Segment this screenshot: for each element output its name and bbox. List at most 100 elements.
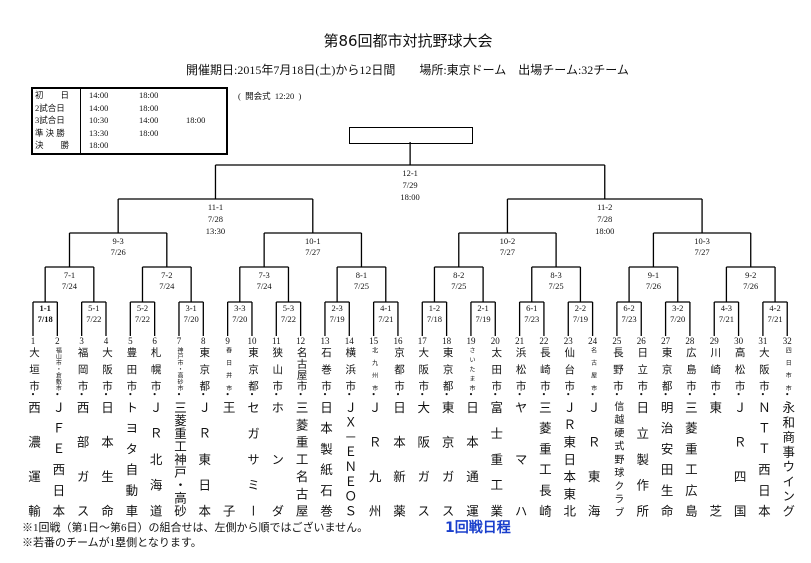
team-number: 26 [636,336,646,346]
team-name: ＪＦＥ西日本 [50,401,65,517]
team-number: 28 [685,336,695,346]
separator: ・ [709,390,720,401]
match-id: 7-1 [63,270,76,280]
team-number: 8 [201,336,206,346]
separator: ・ [757,390,768,401]
team-number: 30 [734,336,744,346]
match-id: 11-2 [597,202,613,212]
team-name: ホンダ [269,401,284,517]
team-city: 東京都 [441,347,453,391]
match-date: 7/25 [451,281,467,291]
event-info: 開催期日:2015年7月18日(土)から12日間 場所:東京ドーム 出場チーム:… [186,63,629,77]
team-name: 三菱重工神戸・高砂 [171,401,186,517]
separator: ・ [271,390,282,401]
schedule-time: 18:00 [186,115,206,126]
team-city: 長野市 [611,347,623,391]
separator: ・ [100,390,111,401]
match-id: 9-3 [112,236,124,246]
schedule-day-label: 準 決 勝 [35,127,65,138]
match-date: 7/22 [134,314,151,324]
match-date: 7/20 [670,314,686,324]
separator: ・ [246,390,257,401]
separator: ・ [344,390,355,401]
schedule-day-label: 2試合日 [35,102,65,113]
schedule-day-label: 決 勝 [35,140,70,151]
team-city: 横浜市 [344,347,356,391]
match-id: 3-1 [185,303,197,313]
separator: ・ [222,390,233,401]
separator: ・ [660,390,671,401]
team-city: 豊田市 [125,347,137,391]
team-name: ＪＲ東海 [585,401,600,517]
match-id: 6-1 [526,303,538,313]
separator: ・ [733,390,744,401]
match-date: 7/20 [183,314,199,324]
team-name: 永和商事ウイング [780,401,795,517]
match-id: 10-1 [304,236,321,246]
separator: ・ [636,390,647,401]
match-date: 7/28 [207,214,224,224]
match-date: 7/24 [61,281,78,291]
match-date: 7/26 [743,281,759,291]
match-date: 7/18 [426,314,442,324]
team-name: ヤマハ [512,401,527,517]
match-time: 13:30 [205,226,226,236]
round1-schedule-link[interactable]: 1回戦日程 [445,520,511,536]
team-city: 大阪市 [417,347,429,391]
match-date: 7/22 [86,314,102,324]
team-city: 浜松市 [514,347,526,391]
team-name: 王子 [220,401,235,517]
team-city: 大垣市 [28,347,39,391]
match-date: 7/28 [597,214,613,224]
separator: ・ [28,390,38,401]
team-number: 22 [539,336,549,346]
team-city: さいたま市 [467,347,474,391]
page-title: 第86回都市対抗野球大会 [323,32,493,50]
schedule-time: 10:30 [89,115,109,126]
match-date: 7/26 [110,247,126,257]
team-city: 仙台市 [563,347,575,391]
team-name: 日本通運 [463,401,478,517]
team-number: 27 [661,336,671,346]
separator: ・ [490,390,501,401]
team-city: 大阪市 [757,347,769,391]
opening-ceremony-time: ( 開会式 12:20 ) [238,91,302,101]
team-city: 神戸市・高砂市 [175,347,182,391]
team-number: 17 [417,336,427,346]
match-id: 5-1 [88,303,100,313]
team-number: 20 [490,336,500,346]
team-name: ＪＲ九州 [366,401,381,517]
separator: ・ [295,390,306,401]
match-date: 7/22 [280,314,297,324]
team-name: 日本製紙石巻 [317,401,332,517]
champion-box [349,127,474,144]
team-number: 3 [79,336,84,346]
match-id: 3-3 [234,303,246,313]
match-id: 4-2 [769,303,781,313]
team-number: 16 [393,336,403,346]
team-city: 福岡市 [76,347,88,391]
team-name: 日本新薬 [390,401,405,517]
match-date: 7/19 [329,314,345,324]
team-number: 21 [515,336,525,346]
team-city: 春日井市 [224,347,231,391]
team-name: ＪＸ－ＥＮＥＯＳ [342,401,357,517]
team-number: 18 [442,336,452,346]
team-name: 日立製作所 [634,401,649,517]
match-date: 7/18 [37,314,53,324]
match-date: 7/27 [499,247,515,257]
team-city: 札幌市 [149,347,161,391]
team-city: 東京都 [660,347,672,391]
